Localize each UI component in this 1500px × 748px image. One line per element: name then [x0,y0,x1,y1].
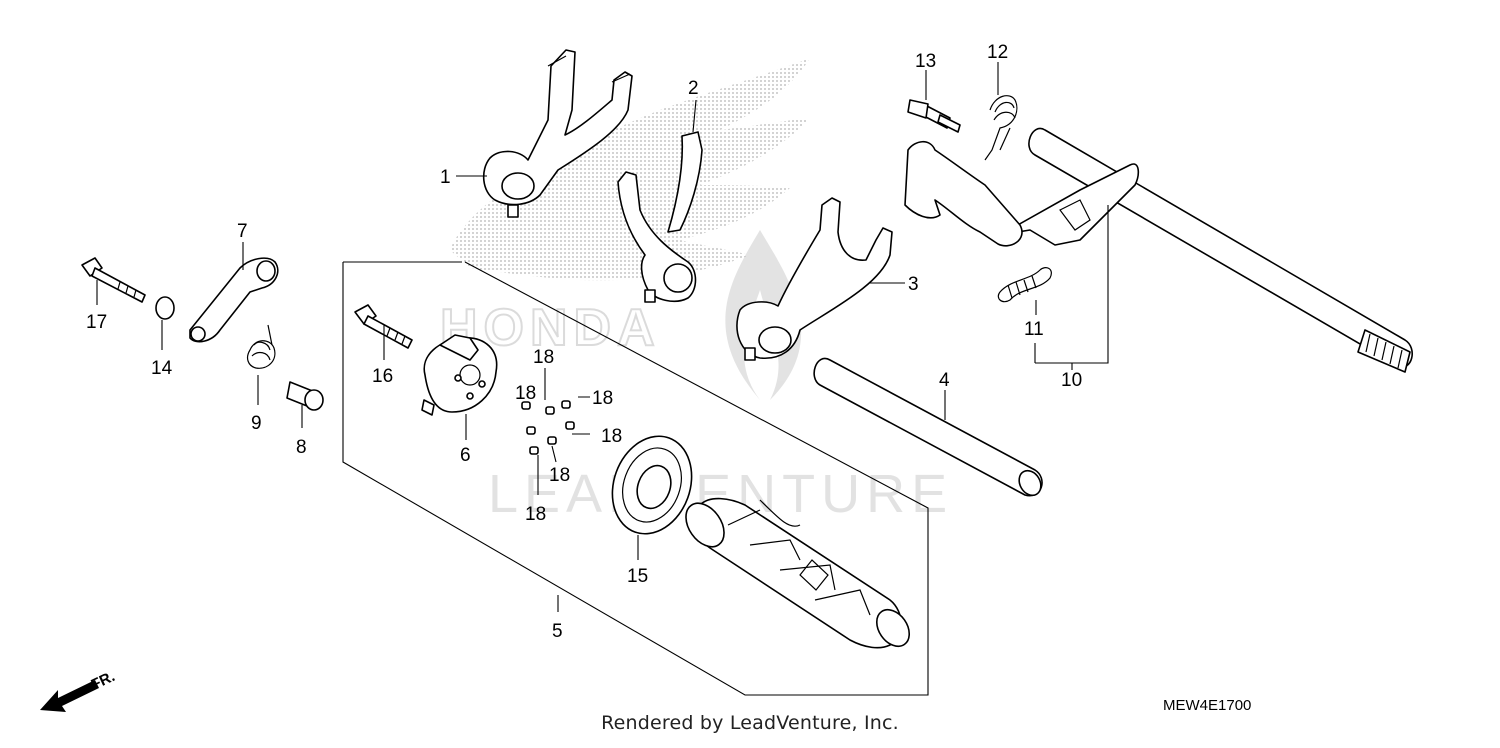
callout-labels: 1 2 3 4 5 6 7 8 9 10 11 12 13 14 15 16 1… [86,42,1082,642]
pins-18 [521,400,575,455]
callout-18f: 18 [525,504,546,525]
callout-4: 4 [939,370,950,391]
front-arrow-icon [40,680,99,712]
callout-7: 7 [237,221,248,242]
drum-center-6 [421,334,498,416]
callout-2: 2 [688,78,699,99]
bracket-10 [1034,205,1109,370]
shift-fork-1 [482,49,633,218]
return-spring-11 [997,267,1052,303]
callout-3: 3 [908,274,919,295]
collar-8 [286,381,324,411]
callout-6: 6 [460,445,471,466]
callout-8: 8 [296,437,307,458]
callout-17: 17 [86,312,107,333]
stopper-arm-7 [189,257,279,343]
callout-9: 9 [251,413,262,434]
callout-10: 10 [1061,370,1082,391]
shift-fork-3 [736,197,893,361]
shift-fork-2 [617,131,703,303]
fork-shaft-4 [813,357,1043,497]
callout-18a: 18 [533,347,554,368]
callout-11: 11 [1024,319,1044,340]
callout-18d: 18 [601,426,622,447]
callout-18e: 18 [549,465,570,486]
callout-18b: 18 [515,383,536,404]
honda-wing-watermark [450,58,810,281]
callout-5: 5 [552,621,563,642]
bolt-16 [354,304,413,349]
spring-9 [246,324,276,369]
callout-12: 12 [987,42,1008,63]
washer-14 [155,296,175,320]
callout-13: 13 [915,51,936,72]
callout-14: 14 [151,358,173,379]
diagram-id: MEW4E1700 [1163,697,1252,714]
leader-lines [96,62,1037,612]
spring-12 [984,95,1018,161]
callout-18c: 18 [592,388,613,409]
callout-16: 16 [372,366,393,387]
callout-15: 15 [627,566,648,587]
bolt-17 [81,257,146,303]
leadventure-watermark: LEADVENTURE [488,230,947,524]
shift-drum-5 [685,497,911,649]
bolt-13 [907,99,961,133]
front-label: FR. [89,668,118,694]
footer-credit: Rendered by LeadVenture, Inc. [601,712,899,734]
gearshift-spindle-10 [904,127,1413,373]
assembly-outline-5 [342,261,929,696]
front-direction-indicator: FR. [40,668,118,712]
bearing-15 [611,435,693,535]
callout-1: 1 [440,167,451,188]
